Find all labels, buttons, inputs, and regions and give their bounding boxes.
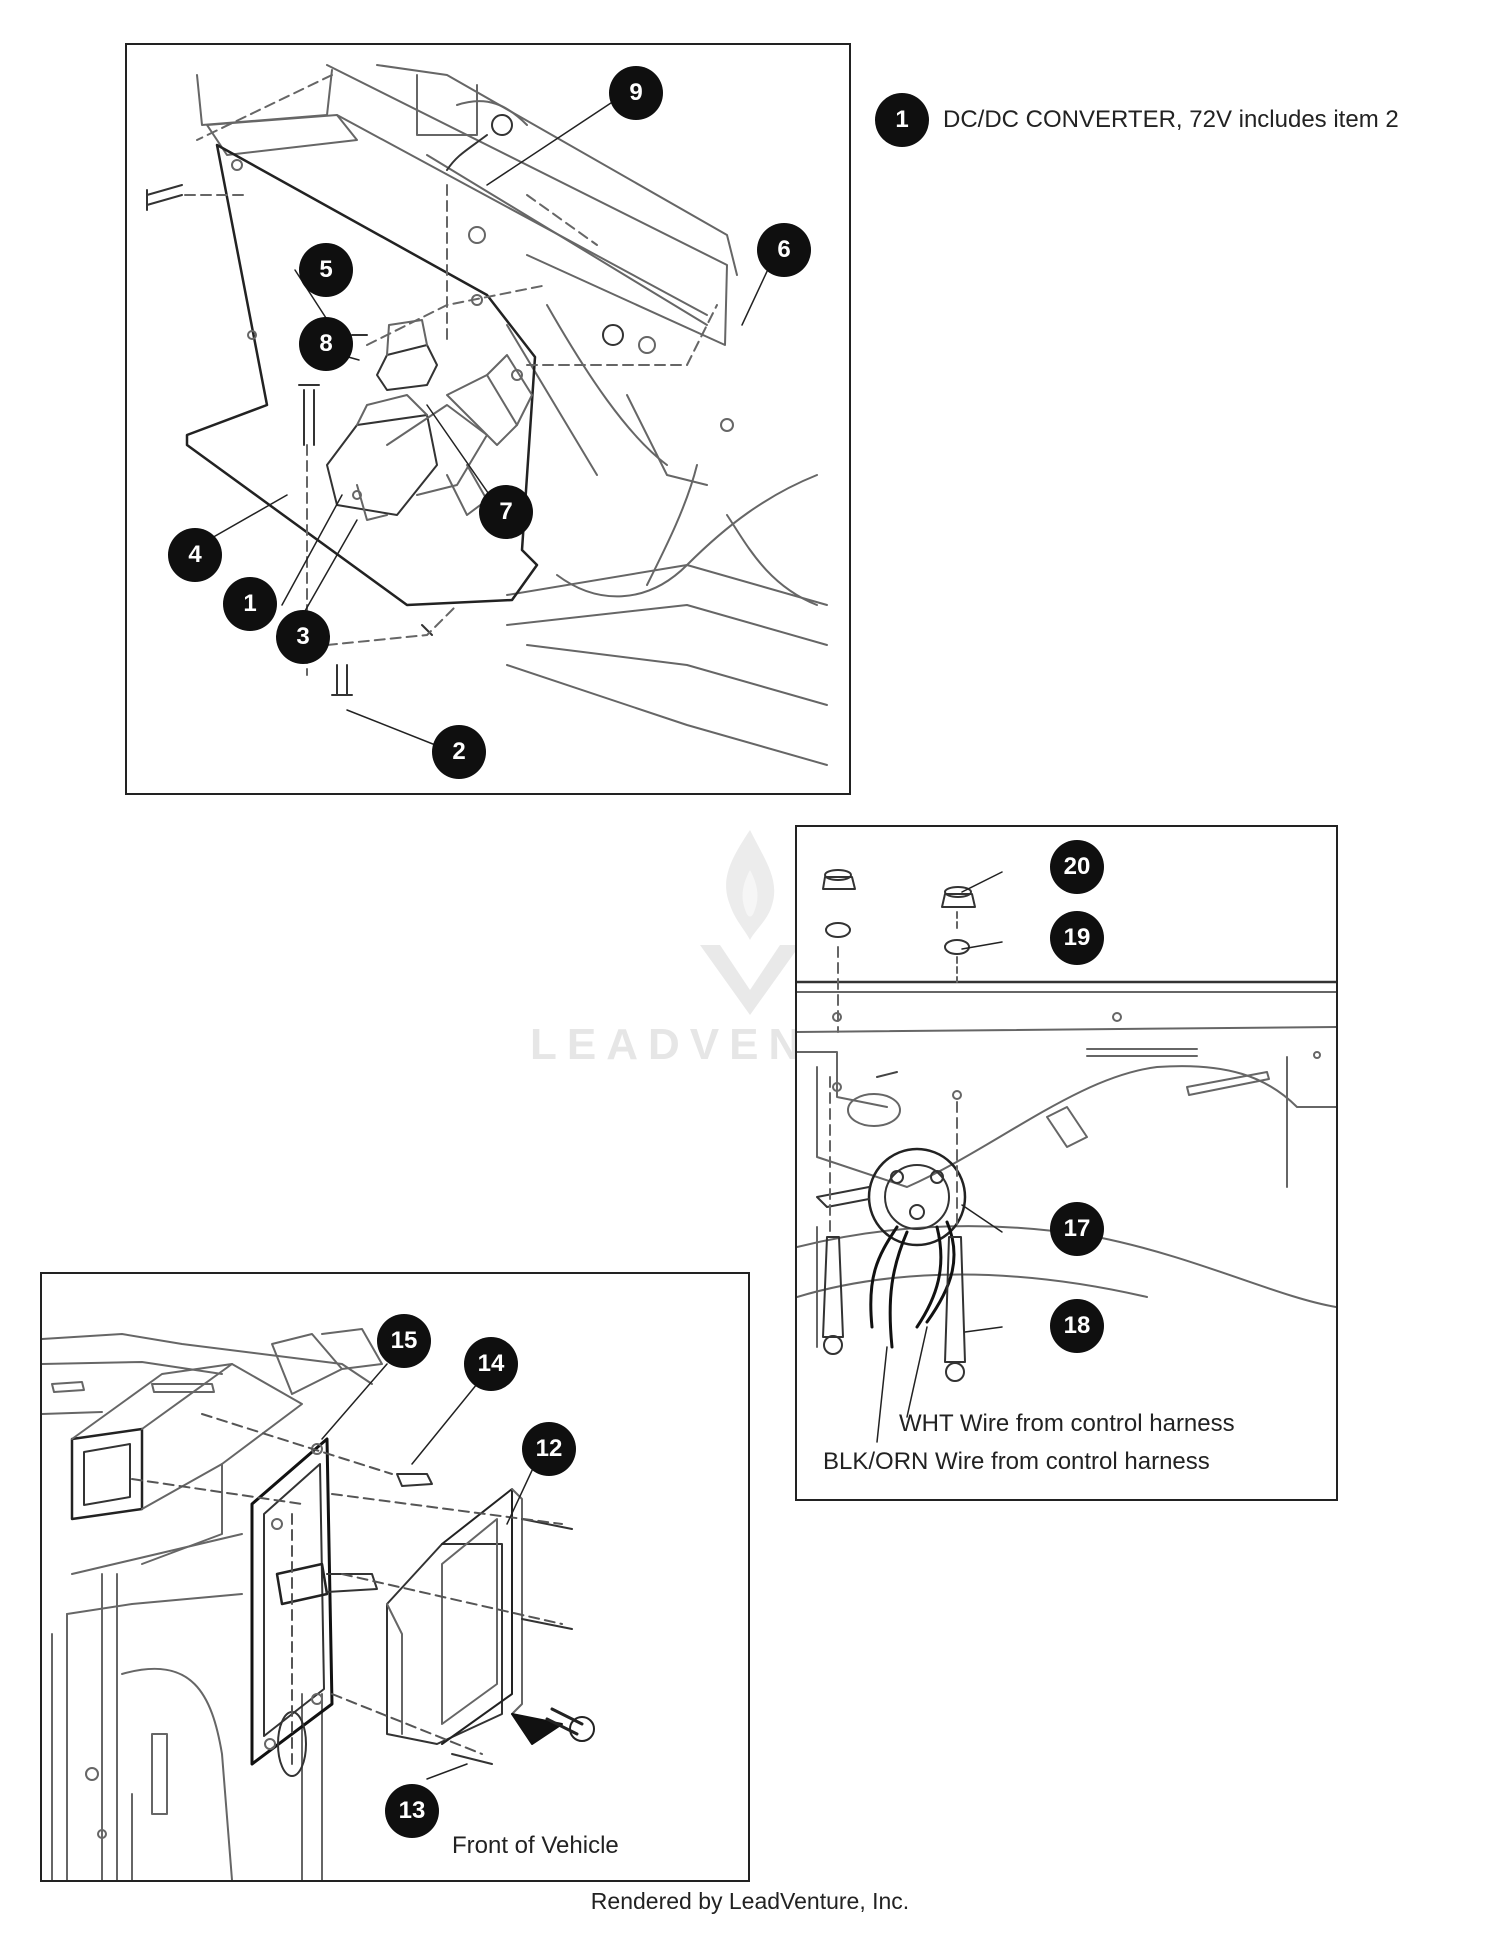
callout-15: 15 (377, 1314, 431, 1368)
callout-1: 1 (223, 577, 277, 631)
callout-14: 14 (464, 1337, 518, 1391)
callout-5: 5 (299, 243, 353, 297)
callout-17: 17 (1050, 1202, 1104, 1256)
callout-6: 6 (757, 223, 811, 277)
right-diagram-panel: 20 19 17 18 WHT Wire from control harnes… (795, 825, 1338, 1501)
legend-callout: 1 (875, 93, 929, 147)
wht-wire-label: WHT Wire from control harness (899, 1410, 1235, 1437)
callout-4: 4 (168, 528, 222, 582)
footer-credit: Rendered by LeadVenture, Inc. (590, 1888, 910, 1914)
callout-13: 13 (385, 1784, 439, 1838)
front-of-vehicle-label: Front of Vehicle (452, 1832, 619, 1859)
right-diagram-drawing (797, 869, 1336, 1443)
callout-3: 3 (276, 610, 330, 664)
watermark-logo-icon (690, 820, 810, 1020)
callout-20: 20 (1050, 840, 1104, 894)
blk-orn-wire-label: BLK/ORN Wire from control harness (823, 1448, 1210, 1475)
callout-9: 9 (609, 66, 663, 120)
callout-18: 18 (1050, 1299, 1104, 1353)
callout-8: 8 (299, 317, 353, 371)
callout-12: 12 (522, 1422, 576, 1476)
top-diagram-drawing (146, 64, 828, 766)
bottom-diagram-drawing (42, 1328, 595, 1880)
callout-2: 2 (432, 725, 486, 779)
top-diagram-panel: 9 5 6 8 7 4 1 3 2 (125, 43, 851, 795)
callout-7: 7 (479, 485, 533, 539)
bottom-diagram-panel: 15 14 12 13 Front of Vehicle (40, 1272, 750, 1882)
callout-19: 19 (1050, 911, 1104, 965)
legend: 1 DC/DC CONVERTER, 72V includes item 2 (875, 93, 1399, 147)
legend-text: DC/DC CONVERTER, 72V includes item 2 (943, 106, 1399, 133)
